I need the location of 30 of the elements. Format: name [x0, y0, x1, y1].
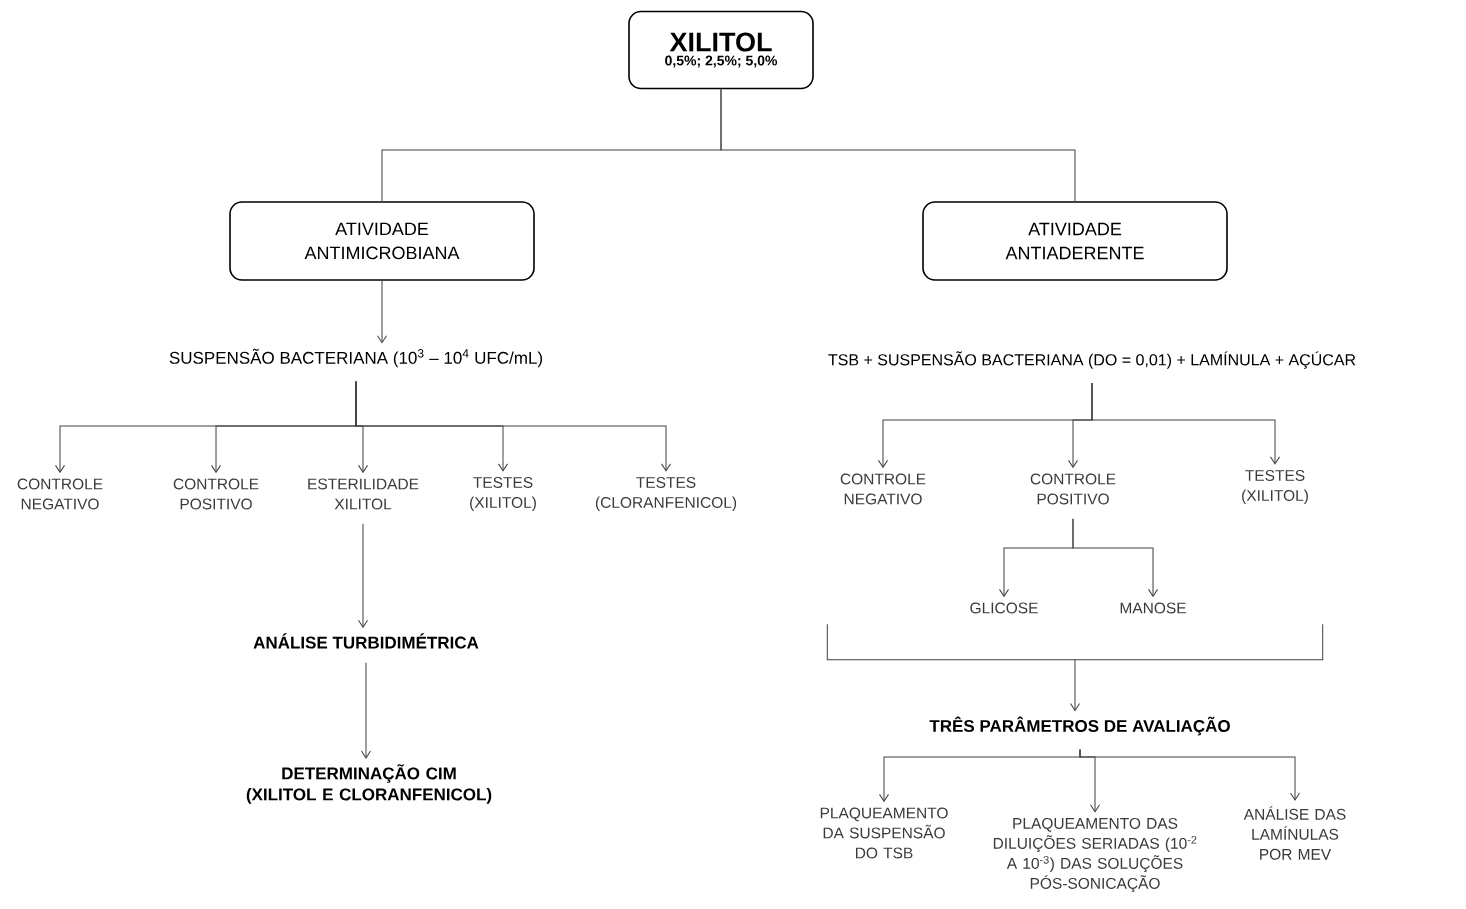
step-label: CONTROLE POSITIVO — [1030, 473, 1116, 505]
step-label: PLAQUEAMENTO DAS DILUIÇÕES SERIADAS (10$^{-2}$ A 10$^{-3}$) DAS SOLUÇÕES PÓS-SONICAÇÃO — [993, 817, 1197, 893]
arrow — [1070, 659, 1080, 711]
step-label: CONTROLE POSITIVO — [173, 478, 259, 510]
process-box: ATIVIDADE ANTIMICROBIANA — [229, 201, 535, 281]
process-box: ATIVIDADE ANTIADERENTE — [922, 201, 1228, 281]
step-label: PLAQUEAMENTO DA SUSPENSÃO DO TSB — [820, 807, 948, 859]
step-label: DETERMINAÇÃO CIM (XILITOL E CLORANFENICOL) — [246, 764, 492, 804]
step-label: TESTES (CLORANFENICOL) — [595, 477, 737, 511]
arrow — [1079, 749, 1300, 801]
bracket — [826, 623, 1324, 661]
step-label: TESTES (XILITOL) — [1242, 470, 1308, 504]
arrow — [1091, 382, 1280, 465]
arrow — [358, 523, 368, 628]
step-label: TRÊS PARÂMETROS DE AVALIAÇÃO — [929, 716, 1230, 736]
title-box: XILITOL 0,5%; 2,5%; 5,0% — [628, 10, 814, 90]
step-label: TSB + SUSPENSÃO BACTERIANA (DO = 0,01) + LAMÍNULA + AÇÚCAR — [828, 351, 1356, 369]
arrow — [361, 662, 371, 759]
step-label: ANÁLISE DAS LAMÍNULAS POR MEV — [1243, 806, 1346, 860]
step-label: TESTES (XILITOL) — [470, 477, 536, 511]
step-label: CONTROLE NEGATIVO — [840, 473, 926, 505]
arrow — [377, 280, 387, 344]
step-label: GLICOSE — [970, 602, 1038, 614]
step-label: SUSPENSÃO BACTERIANA (10$^{3}$ – 10$^{4}$ UFC/mL) — [169, 348, 543, 368]
arrow — [1072, 518, 1158, 597]
step-label: MANOSE — [1120, 602, 1186, 614]
step-label: ANÁLISE TURBIDIMÉTRICA — [253, 633, 479, 649]
step-label: CONTROLE NEGATIVO — [17, 478, 103, 510]
arrow — [355, 380, 671, 472]
step-label: ESTERILIDADE XILITOL — [308, 478, 419, 510]
